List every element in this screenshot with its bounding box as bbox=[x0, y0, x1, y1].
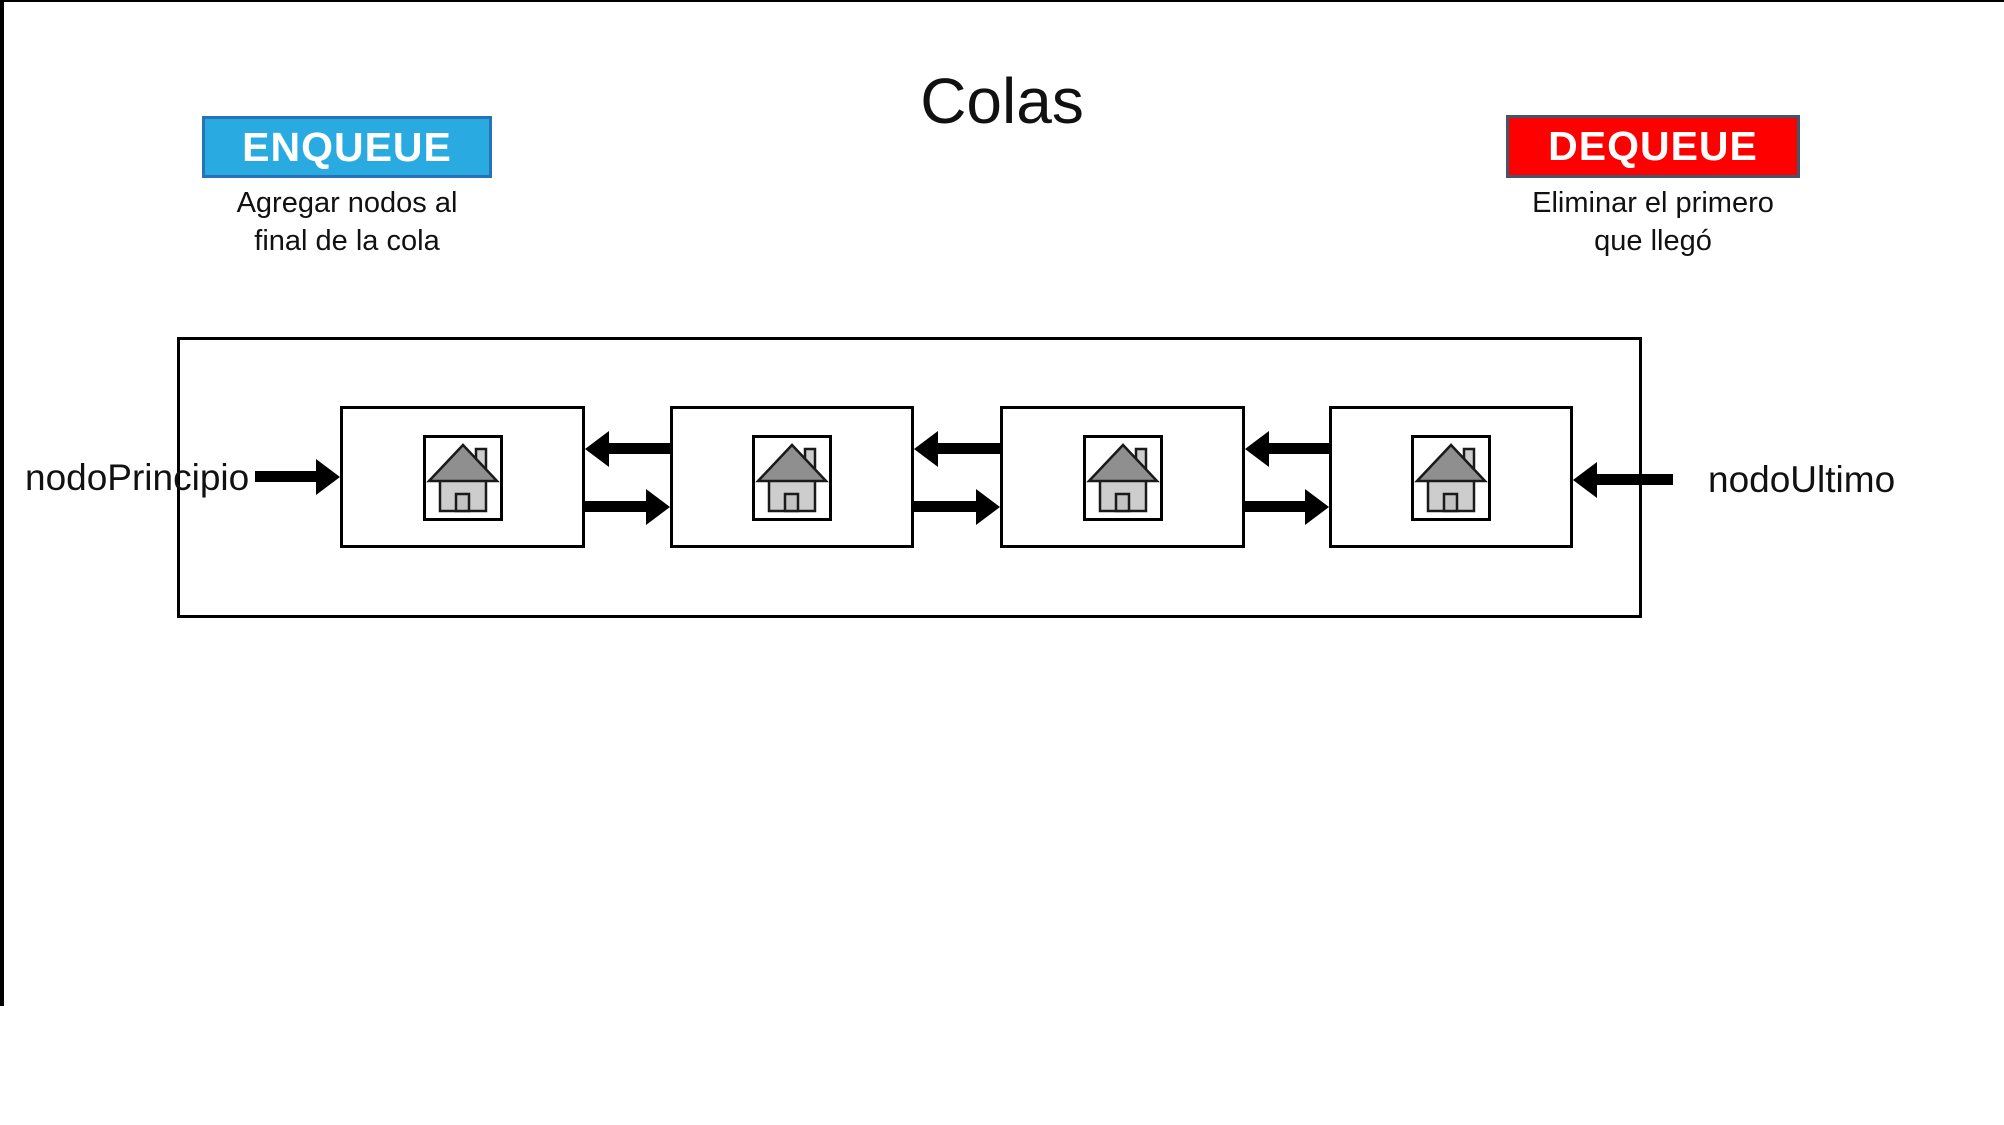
rear-pointer-label: nodoUltimo bbox=[1708, 459, 1896, 500]
enqueue-caption: Agregar nodos al final de la cola bbox=[177, 184, 517, 260]
house-icon bbox=[1082, 435, 1163, 521]
front-pointer-arrow bbox=[255, 459, 340, 495]
queue-node bbox=[670, 406, 914, 548]
next-pointer-arrow bbox=[585, 489, 670, 525]
dequeue-caption-line2: que llegó bbox=[1594, 225, 1712, 257]
rear-pointer-arrow bbox=[1573, 462, 1673, 498]
enqueue-caption-line2: final de la cola bbox=[254, 225, 440, 257]
prev-pointer-arrow bbox=[1245, 431, 1329, 467]
prev-pointer-arrow bbox=[914, 431, 1000, 467]
dequeue-button-label: DEQUEUE bbox=[1548, 123, 1758, 169]
queue-node bbox=[340, 406, 585, 548]
queue-node bbox=[1000, 406, 1245, 548]
next-pointer-arrow bbox=[914, 489, 1000, 525]
page-title: Colas bbox=[920, 65, 1084, 137]
enqueue-button[interactable]: ENQUEUE bbox=[202, 116, 492, 178]
house-icon bbox=[422, 435, 503, 521]
front-pointer-label: nodoPrincipio bbox=[25, 457, 250, 498]
next-pointer-arrow bbox=[1245, 489, 1329, 525]
dequeue-caption: Eliminar el primero que llegó bbox=[1481, 184, 1825, 260]
house-icon bbox=[752, 435, 832, 521]
dequeue-button[interactable]: DEQUEUE bbox=[1506, 115, 1800, 178]
enqueue-caption-line1: Agregar nodos al bbox=[236, 187, 458, 219]
house-icon bbox=[1411, 435, 1491, 521]
top-edge-line bbox=[0, 0, 2004, 2]
prev-pointer-arrow bbox=[585, 431, 670, 467]
queue-node bbox=[1329, 406, 1573, 548]
left-edge-strip bbox=[0, 0, 4, 1006]
dequeue-caption-line1: Eliminar el primero bbox=[1532, 187, 1774, 219]
enqueue-button-label: ENQUEUE bbox=[242, 123, 452, 170]
